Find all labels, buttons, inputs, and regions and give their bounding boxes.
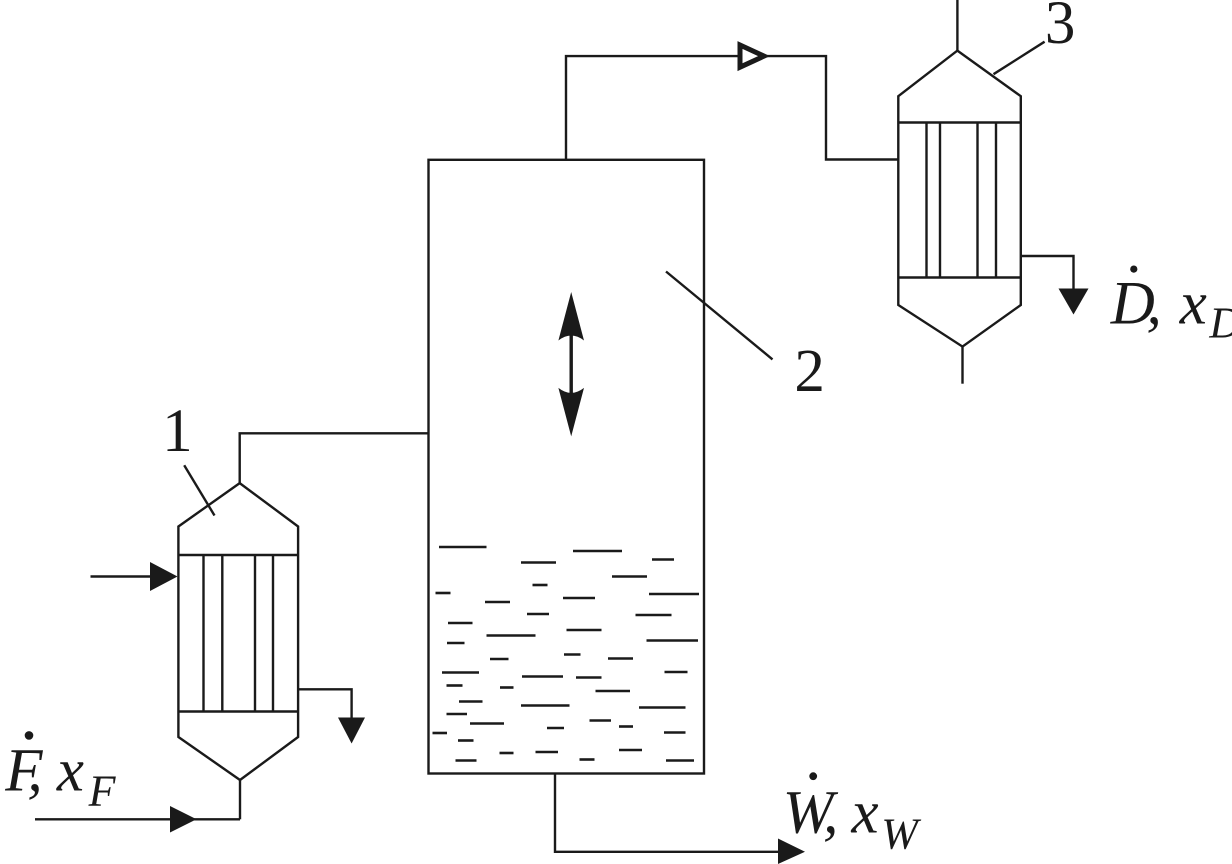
svg-text:2: 2 <box>794 338 825 405</box>
svg-text:,: , <box>1147 271 1162 338</box>
svg-text:W: W <box>783 780 839 847</box>
svg-text:F: F <box>88 767 117 816</box>
svg-text:x: x <box>56 738 84 805</box>
svg-text:F: F <box>4 738 43 805</box>
svg-text:D: D <box>1208 299 1232 348</box>
svg-text:W: W <box>881 809 921 858</box>
svg-text:D: D <box>1110 271 1155 338</box>
svg-text:,: , <box>27 738 42 805</box>
svg-text:x: x <box>1179 271 1207 338</box>
svg-text:3: 3 <box>1045 0 1076 57</box>
svg-text:,: , <box>823 780 838 847</box>
svg-text:x: x <box>851 780 879 847</box>
svg-text:1: 1 <box>162 398 193 465</box>
